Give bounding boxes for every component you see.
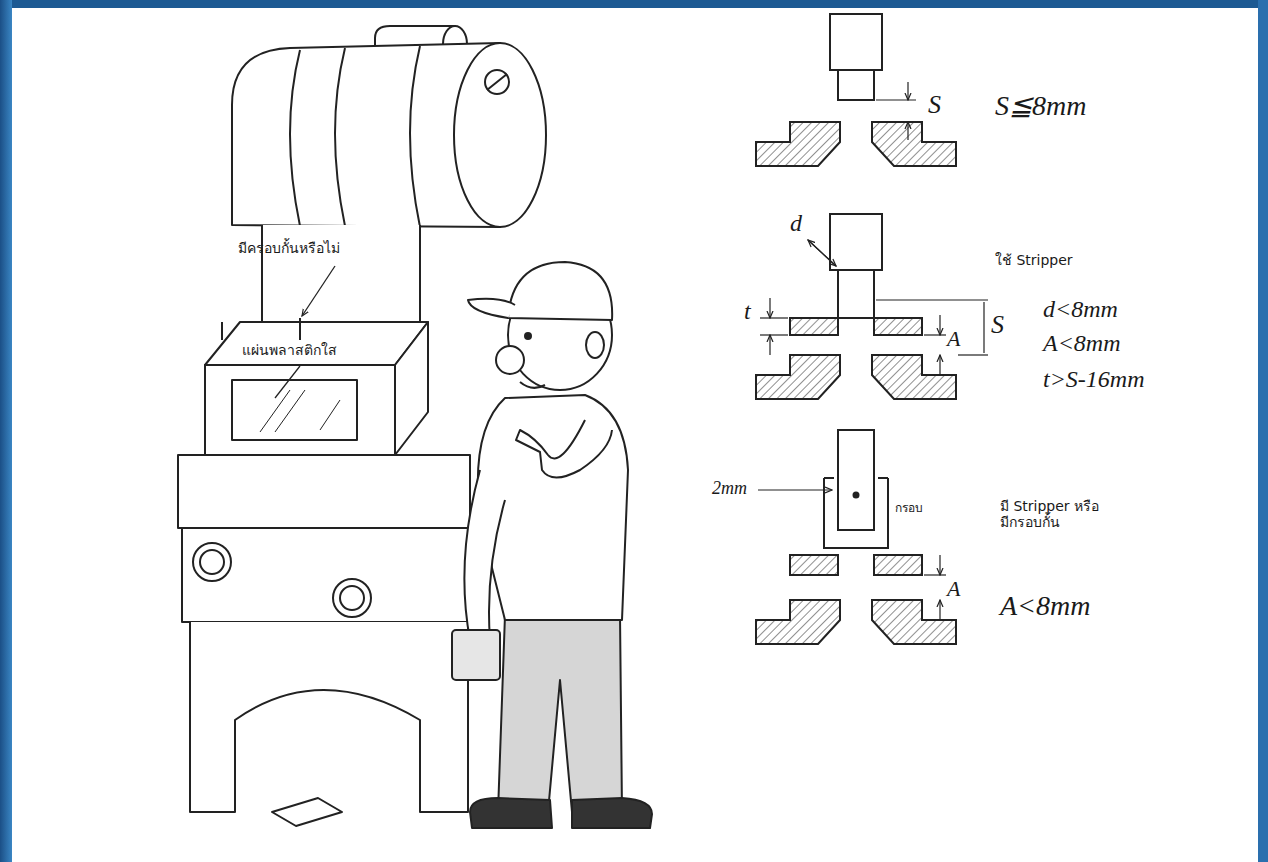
note-label: มี Stripper หรือมีกรอบกั้น	[1000, 498, 1100, 530]
dimension-s-1	[876, 82, 916, 140]
dimension-label: d	[790, 210, 802, 238]
dimension-label: A<8mm	[1000, 590, 1090, 622]
dimension-label: S	[991, 310, 1004, 340]
dimension-label: S	[928, 90, 941, 120]
frame-left	[0, 0, 12, 862]
dimensions-3	[758, 490, 946, 620]
dimension-label: A<8mm	[1043, 330, 1121, 358]
dimensions-2	[760, 240, 988, 375]
note-label: มีครอบกั้นหรือไม่	[238, 240, 340, 256]
note-label: แผ่นพลาสติกใส	[242, 342, 337, 358]
dimension-label: 2mm	[712, 478, 747, 499]
frame-top	[0, 0, 1268, 8]
note-label: กรอบ	[895, 502, 923, 516]
punch-die-3	[756, 430, 956, 644]
punch-die-1	[756, 14, 956, 166]
dimension-label: t>S-16mm	[1043, 366, 1145, 394]
dimension-label: A	[947, 326, 960, 351]
punch-die-2	[756, 214, 956, 399]
dimension-label: d<8mm	[1043, 296, 1118, 324]
operator	[452, 262, 652, 828]
frame-right	[1258, 0, 1268, 862]
dimension-label: A	[947, 576, 960, 601]
dimension-label: S≦8mm	[995, 90, 1086, 122]
leader-lines	[275, 266, 335, 398]
note-label: ใช้ Stripper	[995, 252, 1073, 268]
dimension-label: t	[744, 298, 751, 326]
